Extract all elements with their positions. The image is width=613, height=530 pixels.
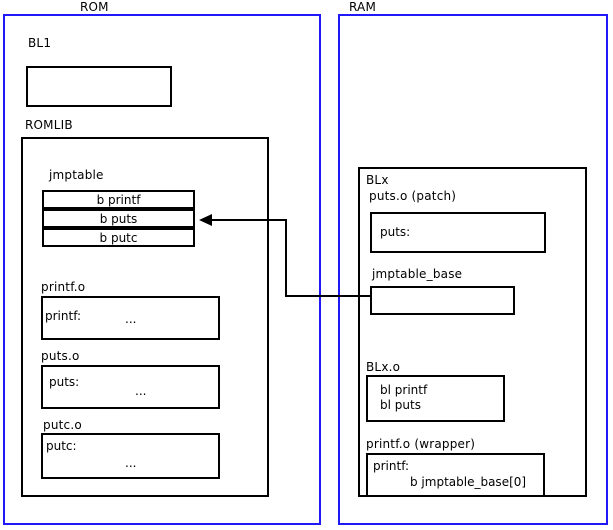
blx-o-box: bl printf bl puts [366,375,505,422]
puts-o-label: puts.o [41,349,80,363]
ram-region-label: RAM [349,0,377,14]
printf-wrapper-instruction: b jmptable_base[0] [410,475,527,489]
jmptable-label: jmptable [49,168,104,182]
jmptable-entry-1: b puts [42,209,195,228]
blx-o-line-1: bl printf [380,383,428,397]
rom-region-label: ROM [80,0,109,14]
puts-patch-symbol: puts: [380,225,411,239]
jmptable-entry-2: b putc [42,228,195,247]
rom-region-box [3,14,321,525]
printf-wrapper-label: printf.o (wrapper) [366,437,476,451]
jmptable-entry-0: b printf [42,190,195,209]
romlib-label: ROMLIB [25,118,73,132]
printf-o-box: printf: ... [41,296,220,340]
puts-o-body: ... [135,384,147,398]
jmptable-base-label: jmptable_base [372,267,463,281]
printf-wrapper-symbol: printf: [373,459,410,473]
connector-segment-horizontal-upper [212,219,287,221]
bl1-label: BL1 [28,36,52,50]
connector-segment-horizontal-lower [285,295,370,297]
putc-o-box: putc: ... [41,433,220,479]
puts-o-symbol: puts: [49,375,80,389]
connector-segment-vertical [285,219,287,297]
putc-o-body: ... [125,456,137,470]
putc-o-label: putc.o [43,418,82,432]
printf-o-label: printf.o [41,280,86,294]
blx-o-line-2: bl puts [380,398,421,412]
putc-o-symbol: putc: [46,439,77,453]
printf-o-symbol: printf: [45,309,82,323]
printf-wrapper-box: printf: b jmptable_base[0] [366,453,545,497]
jmptable-base-box [370,286,515,315]
connector-arrowhead-icon [199,214,212,226]
blx-label: BLx [366,173,389,187]
puts-patch-box: puts: [370,212,546,253]
puts-o-box: puts: ... [41,365,220,409]
printf-o-body: ... [125,312,137,326]
blx-o-label: BLx.o [366,360,401,374]
puts-patch-label: puts.o (patch) [369,189,457,203]
bl1-box [26,66,172,107]
ram-region-box [338,14,608,525]
